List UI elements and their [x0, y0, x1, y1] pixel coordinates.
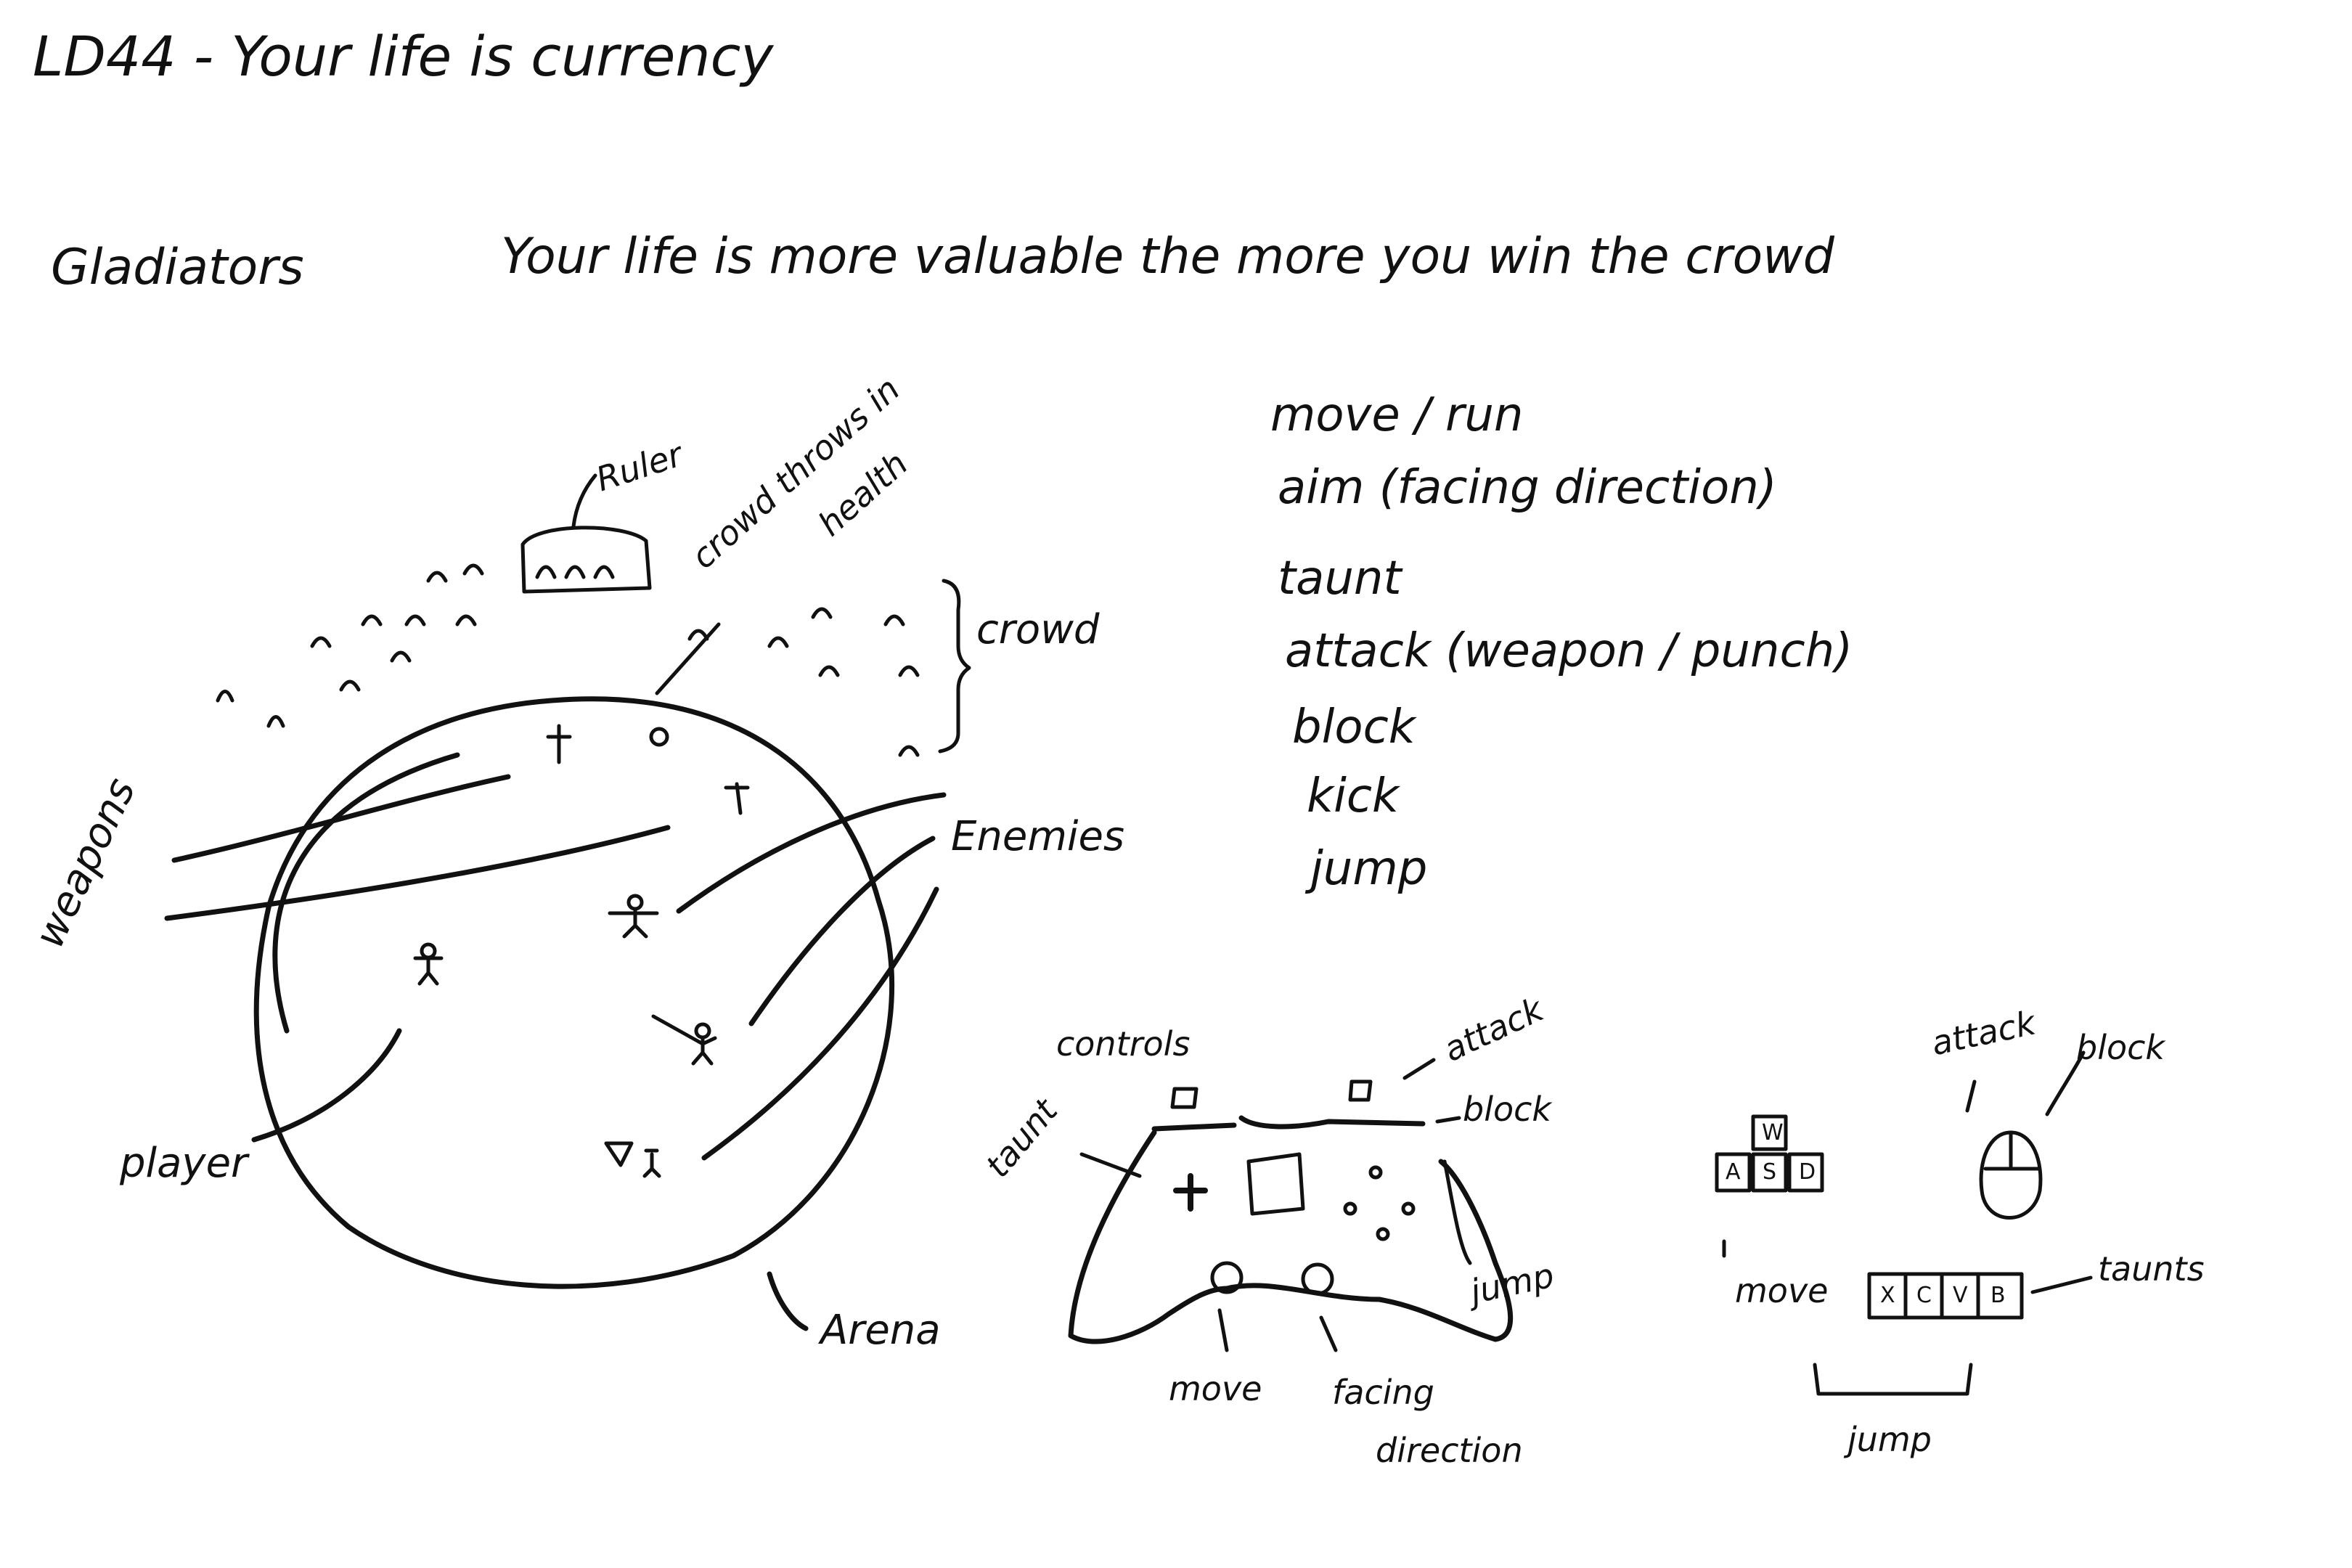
ruler-box: [520, 473, 652, 594]
controller-move-label: move: [1169, 1369, 1262, 1408]
player-label: player: [120, 1140, 248, 1187]
action-item: jump: [1310, 842, 1428, 896]
action-item: move / run: [1270, 388, 1524, 442]
controller-outline: [1068, 1115, 1514, 1344]
controller-facing-label: facing: [1332, 1373, 1434, 1412]
arena-label: Arena: [820, 1307, 941, 1354]
weapon-axe: [724, 782, 750, 815]
keyboard-keys: [1715, 1114, 2093, 1396]
weapons-pointers: [164, 752, 671, 1034]
arena-circle: [253, 696, 895, 1289]
key-d: D: [1799, 1159, 1816, 1185]
health-pickup: [649, 727, 669, 747]
keyboard-taunts-label: taunts: [2098, 1249, 2205, 1289]
key-x: X: [1880, 1283, 1895, 1308]
keyboard-block-label: block: [2076, 1028, 2165, 1067]
controller-block-label: block: [1463, 1090, 1552, 1129]
crowd-bracket: [938, 579, 971, 754]
page-title: LD44 - Your life is currency: [33, 24, 774, 89]
key-w: W: [1762, 1120, 1784, 1146]
enemies-label: Enemies: [951, 813, 1125, 860]
key-a: A: [1726, 1159, 1741, 1185]
enemies-pointers: [676, 792, 947, 1161]
key-b: B: [1990, 1283, 2006, 1308]
genre-label: Gladiators: [51, 239, 304, 296]
action-item: taunt: [1278, 552, 1402, 605]
enemy-figure-3: [604, 1141, 661, 1178]
action-item: aim (facing direction): [1278, 461, 1777, 515]
concept-text: Your life is more valuable the more you …: [501, 228, 1834, 285]
keyboard-jump-label: jump: [1847, 1420, 1932, 1459]
player-figure: [413, 942, 444, 986]
action-item: attack (weapon / punch): [1285, 624, 1853, 678]
key-s: S: [1763, 1159, 1777, 1185]
action-item: kick: [1307, 769, 1400, 823]
enemy-figure-1: [608, 894, 659, 939]
player-pointer: [251, 1028, 402, 1143]
mouse: [1965, 1050, 2086, 1220]
arena-pointer: [767, 1271, 809, 1331]
controller-direction-label: direction: [1376, 1431, 1523, 1470]
crowd-label: crowd: [976, 606, 1100, 653]
key-c: C: [1916, 1283, 1932, 1308]
action-item: block: [1292, 701, 1416, 754]
crowd-throws-pointer: [655, 622, 721, 695]
controller-controls-label: controls: [1056, 1024, 1191, 1063]
crowd-marks: [216, 563, 920, 757]
weapon-sword: [546, 724, 572, 764]
key-v: V: [1953, 1283, 1968, 1308]
keyboard-move-label: move: [1735, 1271, 1829, 1310]
enemy-figure-2: [651, 1014, 717, 1066]
controller-details: [1079, 1058, 1472, 1352]
